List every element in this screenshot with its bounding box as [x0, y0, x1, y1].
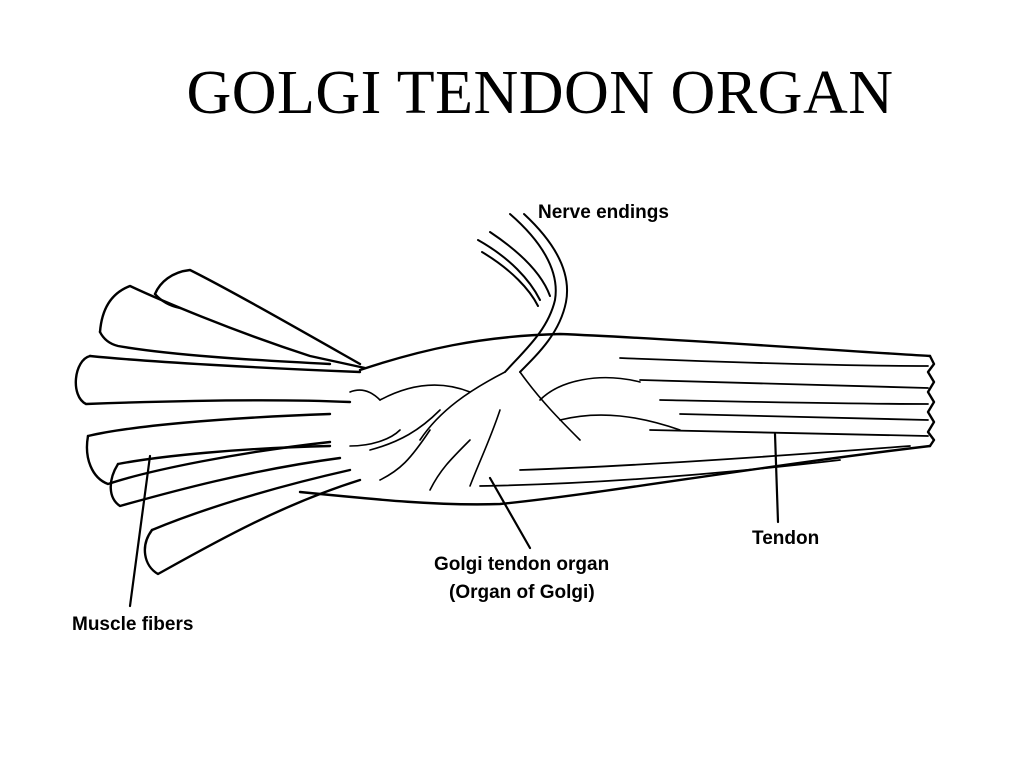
- label-nerve-endings: Nerve endings: [538, 202, 669, 223]
- label-organ-of-golgi: (Organ of Golgi): [449, 582, 595, 603]
- tendon-strand: [479, 459, 841, 487]
- muscle-fiber-lower-1-top: [86, 412, 332, 438]
- nerve-branch: [379, 429, 431, 481]
- muscle-fiber-lower-2: [109, 456, 342, 508]
- leader-line-tendon: [773, 432, 780, 524]
- tendon-bottom-edge: [298, 444, 932, 506]
- tendon-strand: [659, 399, 929, 405]
- muscle-fiber-upper-1: [98, 284, 367, 370]
- muscle-fiber-middle: [74, 354, 352, 406]
- nerve-fiber: [481, 251, 539, 307]
- nerve-branch: [429, 439, 471, 491]
- tendon-strand: [679, 413, 929, 421]
- slide-title: GOLGI TENDON ORGAN: [186, 59, 894, 127]
- tendon-strand: [639, 379, 929, 389]
- muscle-fiber-middle-top: [88, 354, 362, 374]
- nerve-fiber: [489, 231, 551, 297]
- muscle-fiber-lower-3-top: [150, 468, 352, 532]
- nerve-fiber: [477, 239, 541, 301]
- leader-line-muscle: [128, 454, 152, 608]
- leader-line-golgi: [488, 476, 532, 550]
- nerve-branch: [559, 414, 681, 431]
- nerve-branch: [349, 389, 381, 401]
- nerve-branch: [369, 409, 441, 451]
- tendon-strand: [619, 357, 929, 367]
- muscle-fiber-upper-2: [153, 268, 362, 366]
- tendon-strand: [519, 445, 911, 471]
- tendon-end: [926, 354, 936, 448]
- muscle-fiber-lower-1: [85, 434, 332, 486]
- nerve-branch: [379, 384, 471, 401]
- muscle-fiber-lower-3: [143, 478, 362, 576]
- label-tendon: Tendon: [752, 528, 819, 549]
- muscle-fiber-upper-1-end: [98, 330, 332, 366]
- nerve-fiber: [519, 213, 569, 373]
- label-muscle-fibers: Muscle fibers: [72, 614, 193, 635]
- muscle-fiber-lower-2-top: [116, 444, 332, 466]
- nerve-branch: [519, 371, 581, 441]
- nerve-branch: [539, 376, 641, 401]
- nerve-branch: [419, 371, 506, 441]
- nerve-branch: [469, 409, 501, 487]
- nerve-fiber: [504, 213, 557, 373]
- nerve-branch: [349, 429, 401, 447]
- tendon-top-edge: [358, 332, 932, 372]
- label-golgi-tendon-organ: Golgi tendon organ: [434, 554, 609, 575]
- tendon-strand: [649, 429, 929, 437]
- muscle-fiber-upper-2-end: [153, 292, 182, 310]
